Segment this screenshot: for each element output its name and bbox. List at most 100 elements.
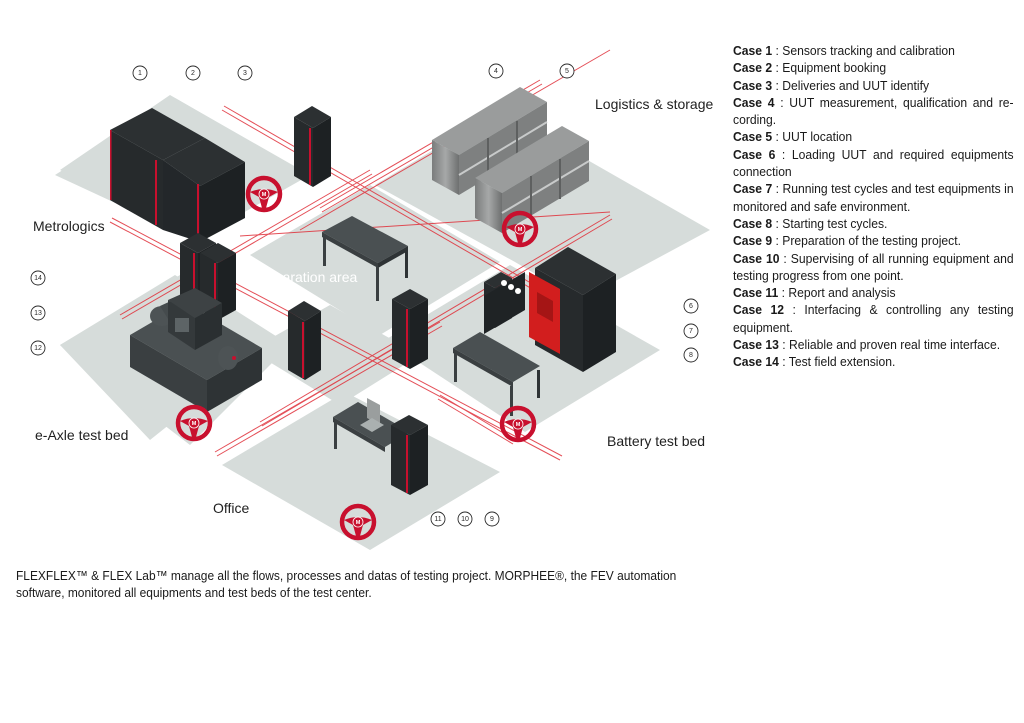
legend-case-text: : Test field extension.: [778, 354, 896, 370]
svg-text:1: 1: [138, 70, 142, 77]
legend-case-text: : Deliveries and UUT identify: [772, 77, 930, 93]
svg-text:9: 9: [490, 516, 494, 523]
svg-text:10: 10: [461, 516, 469, 523]
case-legend: Case 1 : Sensors tracking and calibratio…: [733, 42, 1014, 371]
legend-case-11: Case 11 : Report and analysis: [733, 284, 1014, 301]
legend-case-1: Case 1 : Sensors tracking and calibratio…: [733, 42, 1014, 59]
legend-case-label: Case 9: [733, 233, 773, 249]
legend-case-label: Case 2: [733, 60, 773, 76]
case-badge-6: 6: [683, 298, 699, 314]
svg-text:M: M: [192, 421, 197, 427]
eaxle-test-bench: [130, 288, 262, 412]
svg-text:7: 7: [689, 328, 693, 335]
legend-case-text: : Equipment booking: [772, 60, 887, 76]
zone-floor-office: [222, 392, 500, 550]
preparation-table: [322, 216, 408, 301]
svg-text:M: M: [356, 520, 361, 526]
legend-case-12: Case 12 : Interfacing & controlling any …: [733, 301, 1014, 336]
legend-case-text: : Loading UUT and required equipments co…: [733, 146, 1014, 180]
svg-text:M: M: [516, 422, 521, 428]
svg-text:M: M: [262, 192, 267, 198]
case-badge-5: 5: [559, 63, 575, 79]
legend-case-label: Case 3: [733, 77, 773, 93]
steering-wheel-icons: M M M M M: [175, 175, 539, 541]
steering-wheel-icon: M: [501, 210, 539, 248]
legend-case-text: : Sensors tracking and calibration: [772, 43, 955, 58]
legend-case-label: Case 7: [733, 181, 773, 197]
zone-label-eaxle: e-Axle test bed: [35, 427, 128, 443]
preparation-cabinets: [288, 289, 428, 380]
storage-shelves: [432, 87, 590, 233]
svg-text:8: 8: [689, 352, 693, 359]
server-cabinet-top: [294, 106, 331, 187]
legend-case-9: Case 9 : Preparation of the testing proj…: [733, 232, 1014, 249]
legend-case-text: : UUT measurement, qualification and re-…: [733, 94, 1014, 128]
legend-case-text: : Starting test cycles.: [772, 215, 888, 231]
legend-case-text: : Interfacing & controlling any testing …: [733, 302, 1014, 335]
legend-case-label: Case 14: [733, 354, 779, 370]
legend-case-14: Case 14 : Test field extension.: [733, 353, 1014, 370]
metrology-machine: [110, 108, 245, 242]
legend-case-label: Case 6: [733, 146, 776, 162]
svg-text:3: 3: [243, 70, 247, 77]
legend-case-3: Case 3 : Deliveries and UUT identify: [733, 77, 1014, 94]
legend-case-label: Case 13: [733, 337, 779, 353]
legend-case-label: Case 10: [733, 250, 780, 266]
case-badge-2: 2: [185, 65, 201, 81]
legend-case-text: : Preparation of the testing project.: [772, 233, 961, 249]
svg-text:4: 4: [494, 68, 498, 75]
case-badge-13: 13: [30, 305, 46, 321]
svg-text:14: 14: [34, 275, 42, 282]
caption-line-2: software, monitored all equipments and t…: [16, 585, 372, 600]
legend-case-10: Case 10 : Supervising of all running equ…: [733, 250, 1014, 285]
office-cabinet: [391, 415, 428, 495]
case-badge-3: 3: [237, 65, 253, 81]
legend-case-13: Case 13 : Reliable and proven real time …: [733, 336, 1014, 353]
zone-label-office: Office: [213, 500, 250, 516]
zone-label-preparation: Preparation area: [253, 269, 358, 285]
case-badge-11: 11: [430, 511, 446, 527]
zone-label-logistics: Logistics & storage: [595, 96, 713, 112]
svg-text:11: 11: [434, 516, 441, 523]
legend-case-text: : Reliable and proven real time interfac…: [778, 337, 1001, 353]
svg-text:M: M: [518, 227, 523, 233]
zone-floor-battery: [385, 265, 660, 432]
legend-case-text: : UUT location: [772, 129, 853, 145]
steering-wheel-icon: M: [175, 404, 213, 442]
svg-text:12: 12: [34, 345, 42, 352]
legend-case-6: Case 6 : Loading UUT and required equipm…: [733, 146, 1014, 181]
case-badge-14: 14: [30, 270, 46, 286]
svg-text:5: 5: [565, 68, 569, 75]
legend-case-label: Case 4: [733, 94, 775, 110]
zone-label-metrologics: Metrologics: [33, 218, 105, 234]
battery-table: [453, 332, 540, 416]
case-badge-9: 9: [484, 511, 500, 527]
case-badge-10: 10: [457, 511, 473, 527]
caption: FLEXFLEX™ & FLEX Lab™ manage all the flo…: [16, 567, 734, 601]
legend-case-2: Case 2 : Equipment booking: [733, 59, 1014, 76]
legend-case-5: Case 5 : UUT location: [733, 128, 1014, 145]
legend-case-label: Case 1: [733, 43, 773, 58]
laptop-icon: [367, 398, 380, 425]
legend-case-4: Case 4 : UUT measurement, qualification …: [733, 94, 1014, 129]
svg-text:6: 6: [689, 303, 693, 310]
legend-case-8: Case 8 : Starting test cycles.: [733, 215, 1014, 232]
case-badge-8: 8: [683, 347, 699, 363]
case-badge-7: 7: [683, 323, 699, 339]
legend-case-text: : Running test cycles and test equipment…: [733, 181, 1014, 214]
zone-label-battery: Battery test bed: [607, 433, 705, 449]
svg-text:13: 13: [34, 310, 42, 317]
legend-case-label: Case 11: [733, 285, 779, 301]
caption-line-1: FLEXFLEX™ & FLEX Lab™ manage all the flo…: [16, 568, 677, 583]
battery-test-chamber: [484, 247, 616, 372]
case-badge-1: 1: [132, 65, 148, 81]
office-desk: [333, 398, 410, 452]
steering-wheel-icon: M: [339, 503, 377, 541]
case-badge-12: 12: [30, 340, 46, 356]
legend-case-7: Case 7 : Running test cycles and test eq…: [733, 180, 1014, 215]
steering-wheel-icon: M: [499, 405, 537, 443]
legend-case-label: Case 8: [733, 215, 773, 231]
legend-case-text: : Report and analysis: [778, 285, 896, 301]
